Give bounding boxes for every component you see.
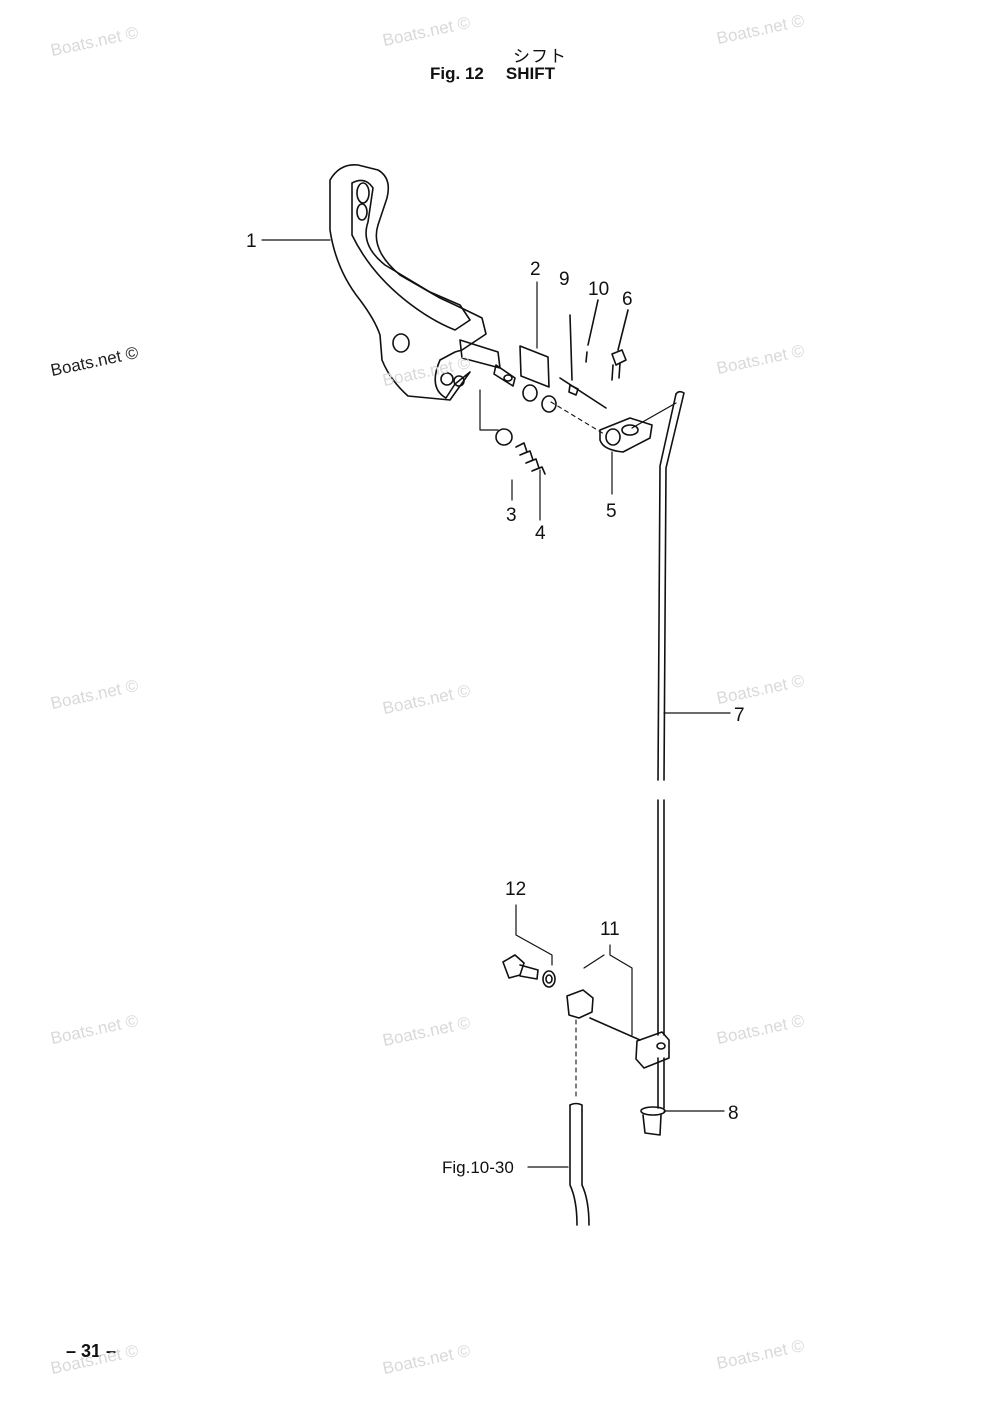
ball-part (495, 428, 513, 446)
callout-3: 3 (506, 505, 517, 526)
figure-title: Fig. 12 SHIFT (430, 64, 555, 84)
callout-1: 1 (246, 231, 257, 252)
callout-11: 11 (600, 919, 620, 940)
callout-8: 8 (728, 1103, 739, 1124)
bolt-washer-part (502, 954, 556, 988)
pin-part (559, 314, 607, 409)
spring-part (515, 442, 546, 475)
page-number: – 31 – (66, 1341, 117, 1361)
callout-4: 4 (535, 523, 546, 544)
figure-title-japanese: シフト (513, 47, 567, 67)
callout-5: 5 (606, 501, 617, 522)
shift-lever-part (329, 163, 516, 401)
rod-connector-part (566, 989, 670, 1069)
lower-shift-rod (569, 1102, 590, 1226)
bolt-part (611, 309, 629, 381)
shift-arm-part (599, 417, 653, 453)
figure-name: SHIFT (505, 64, 555, 83)
grommet-part (640, 1106, 666, 1136)
alignment-line (550, 401, 605, 435)
figure-reference: Fig.10-30 (442, 1158, 514, 1177)
callout-6: 6 (622, 289, 633, 310)
clip-ring-part (519, 345, 557, 413)
callout-7: 7 (734, 705, 745, 726)
callout-9: 9 (559, 269, 570, 290)
figure-number: Fig. 12 (430, 64, 484, 83)
cotter-pin-part (585, 299, 599, 363)
callout-12: 12 (505, 879, 527, 900)
leader-lines (261, 239, 731, 1168)
callout-2: 2 (530, 259, 541, 280)
callout-10: 10 (588, 279, 610, 300)
shift-rod-part (657, 390, 685, 1109)
